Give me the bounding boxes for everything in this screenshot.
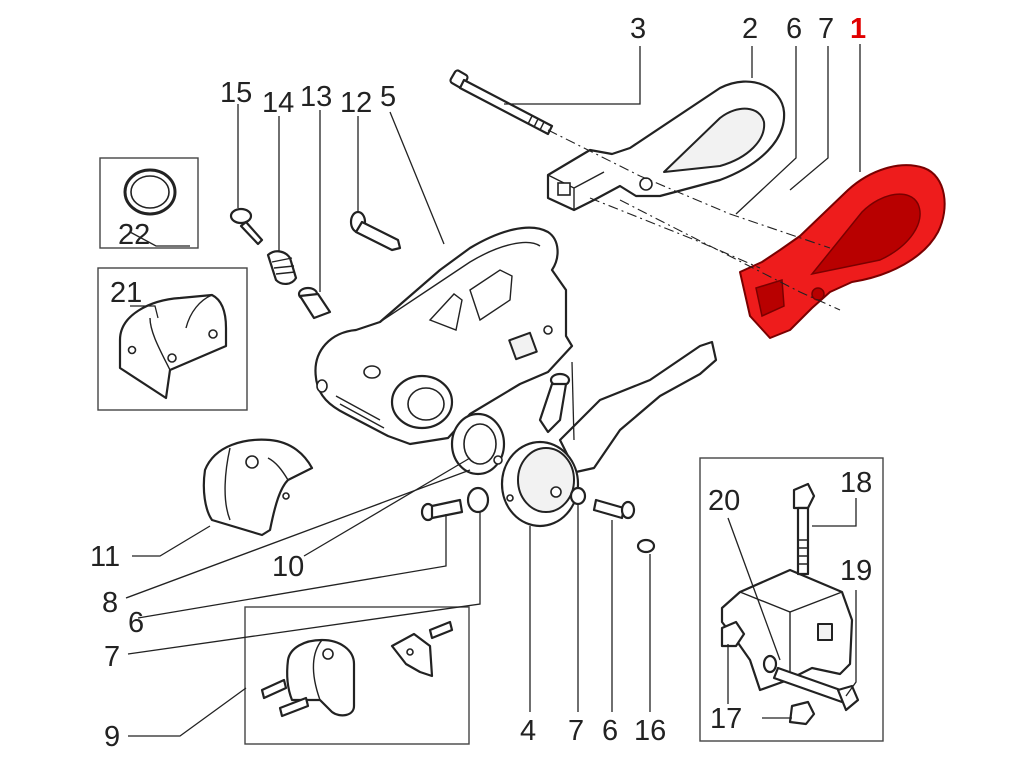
alignment-line-mid (589, 197, 761, 269)
pin-part-6-upper (538, 372, 571, 434)
handle-part-1-highlighted (739, 164, 946, 339)
label-part-13: 13 (300, 81, 332, 113)
label-part-15: 15 (220, 77, 252, 109)
washer-part-8 (450, 412, 506, 476)
label-part-8: 8 (102, 587, 118, 619)
label-part-17: 17 (710, 703, 742, 735)
inset-box-ring (99, 157, 199, 249)
inset-box-clamp (97, 267, 248, 411)
cutter-block-part-9 (260, 620, 454, 718)
leader-lines (125, 44, 861, 737)
screw-part-16 (636, 538, 656, 554)
label-part-18: 18 (840, 467, 872, 499)
label-part-1: 1 (850, 13, 866, 45)
bolt-part-15 (229, 207, 264, 246)
cutter-wheel-part-4 (500, 340, 718, 528)
label-part-19: 19 (840, 555, 872, 587)
pin-part-12 (349, 210, 402, 252)
bushing-part-13 (297, 286, 332, 320)
label-part-10: 10 (272, 551, 304, 583)
shell-half-part-11 (202, 438, 314, 537)
label-part-6-top: 6 (786, 13, 802, 45)
label-part-5: 5 (380, 81, 396, 113)
label-part-12: 12 (340, 87, 372, 119)
label-part-20: 20 (708, 485, 740, 517)
sleeve-part-7-left (466, 486, 490, 514)
label-part-9: 9 (104, 721, 120, 753)
bracket-assembly (720, 482, 860, 726)
label-part-6-bottom: 6 (602, 715, 618, 747)
label-part-16: 16 (634, 715, 666, 747)
label-part-7-bottom: 7 (568, 715, 584, 747)
screw-part-10 (420, 498, 464, 522)
alignment-line-bottom (619, 199, 841, 311)
spring-part-14 (266, 250, 298, 285)
sleeve-part-7-right (569, 486, 587, 506)
clamp-shell-part-21 (118, 293, 228, 400)
body-part-5 (314, 226, 574, 446)
label-part-7-left: 7 (104, 641, 120, 673)
label-part-2: 2 (742, 13, 758, 45)
handle-part-2 (546, 80, 786, 212)
label-part-4: 4 (520, 715, 536, 747)
label-part-22: 22 (118, 219, 150, 251)
label-part-6-left: 6 (128, 607, 144, 639)
label-part-3: 3 (630, 13, 646, 45)
label-part-14: 14 (262, 87, 294, 119)
label-part-21: 21 (110, 277, 142, 309)
label-part-7-top: 7 (818, 13, 834, 45)
ring-part-22 (123, 168, 177, 216)
bolt-part-3 (449, 69, 554, 136)
screw-part-6-right (592, 498, 636, 520)
inset-box-cutter-parts (244, 606, 470, 745)
inset-box-bracket (699, 457, 884, 742)
label-part-11: 11 (90, 541, 120, 573)
